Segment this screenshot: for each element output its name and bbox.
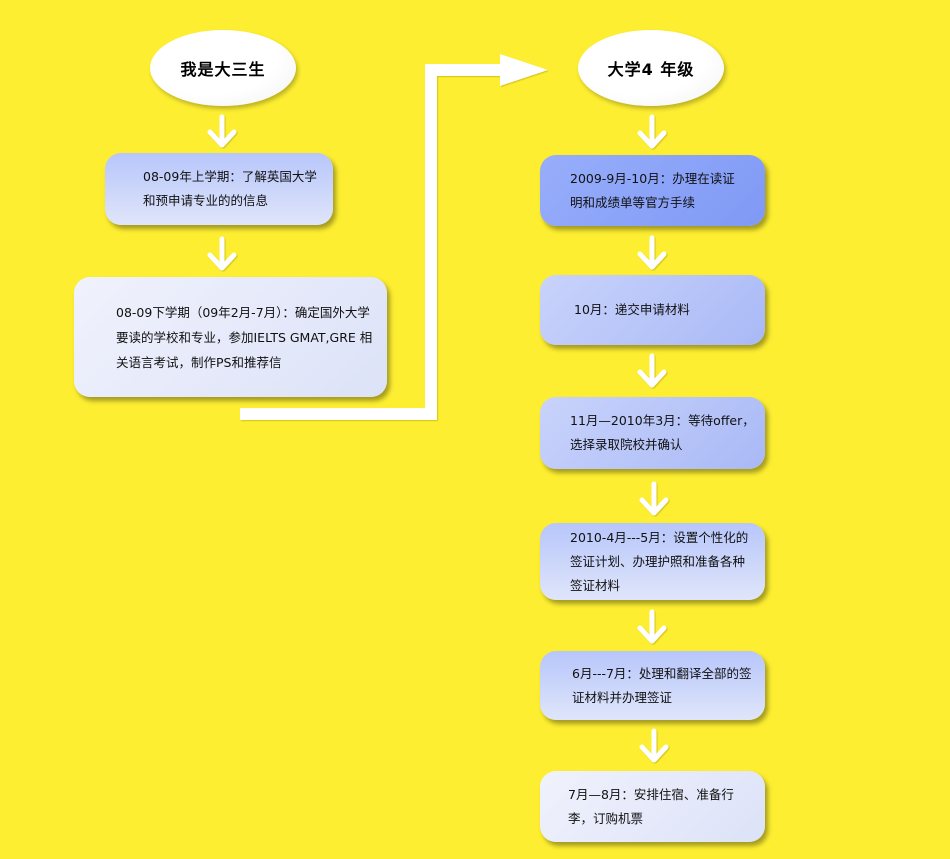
down-arrow-icon — [637, 353, 667, 388]
down-arrow-icon — [639, 728, 669, 763]
column-connector-arrow — [240, 54, 548, 420]
step-text: 2010-4月---5月：设置个性化的签证计划、办理护照和准备各种签证材料 — [570, 529, 749, 593]
down-arrow-icon — [207, 236, 237, 271]
step-text: 08-09年上学期：了解英国大学和预申请专业的的信息 — [143, 169, 317, 208]
step-box-junior-second-term: 08-09下学期（09年2月-7月）：确定国外大学要读的学校和专业，参加IELT… — [74, 277, 387, 397]
down-arrow-icon — [637, 235, 667, 270]
step-box-visa-plan: 2010-4月---5月：设置个性化的签证计划、办理护照和准备各种签证材料 — [540, 523, 765, 600]
step-box-await-offer: 11月—2010年3月：等待offer，选择录取院校并确认 — [540, 397, 765, 469]
down-arrow-icon — [639, 481, 669, 516]
down-arrow-icon — [637, 609, 667, 644]
down-arrow-icon — [637, 114, 667, 149]
header-senior-year: 大学4 年级 — [578, 30, 724, 106]
step-text: 6月---7月：处理和翻译全部的签证材料并办理签证 — [572, 665, 752, 705]
step-text: 7月—8月：安排住宿、准备行李，订购机票 — [568, 786, 734, 826]
step-text: 08-09下学期（09年2月-7月）：确定国外大学要读的学校和专业，参加IELT… — [116, 304, 373, 370]
step-box-submit-application: 10月：递交申请材料 — [540, 275, 765, 345]
step-text: 11月—2010年3月：等待offer，选择录取院校并确认 — [570, 413, 755, 452]
header-junior-year: 我是大三生 — [150, 30, 296, 106]
step-box-visa-application: 6月---7月：处理和翻译全部的签证材料并办理签证 — [540, 651, 765, 720]
step-text: 2009-9月-10月：办理在读证明和成绩单等官方手续 — [570, 170, 735, 210]
step-text: 10月：递交申请材料 — [574, 302, 690, 317]
down-arrow-icon — [207, 114, 237, 148]
step-box-accommodation-tickets: 7月—8月：安排住宿、准备行李，订购机票 — [540, 771, 765, 842]
step-box-junior-first-term: 08-09年上学期：了解英国大学和预申请专业的的信息 — [105, 153, 333, 225]
step-box-official-documents: 2009-9月-10月：办理在读证明和成绩单等官方手续 — [540, 155, 765, 226]
